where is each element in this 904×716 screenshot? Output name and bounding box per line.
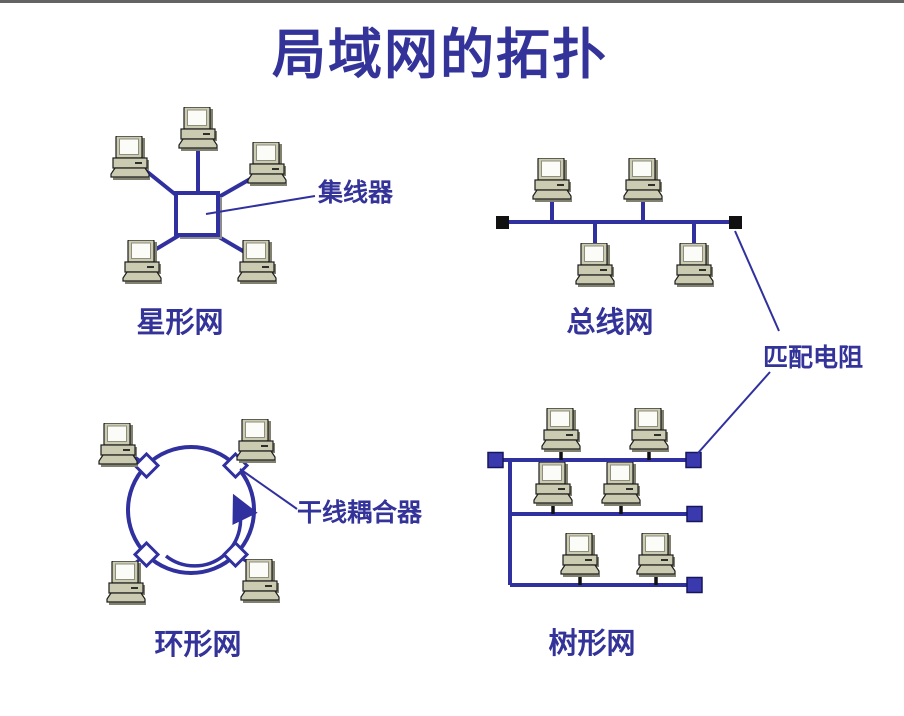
computer-icon bbox=[601, 462, 641, 507]
computer-icon bbox=[106, 561, 146, 606]
bus-links bbox=[502, 200, 736, 246]
coupler-icon bbox=[132, 451, 161, 480]
computer-icon bbox=[122, 240, 162, 285]
tree-network-label: 树形网 bbox=[548, 628, 636, 660]
terminator-icon bbox=[487, 451, 504, 469]
computer-icon bbox=[560, 533, 600, 578]
hub-callout-label: 集线器 bbox=[318, 179, 394, 207]
coupler-icon bbox=[132, 540, 161, 569]
star-network-label: 星形网 bbox=[136, 307, 224, 339]
computer-icon bbox=[110, 136, 150, 181]
resistor-leader-lines bbox=[697, 230, 780, 454]
bus-network-label: 总线网 bbox=[566, 307, 654, 339]
computer-icon bbox=[532, 158, 572, 203]
terminator-icon bbox=[686, 576, 703, 594]
tree-terminators bbox=[487, 451, 703, 594]
hub-leader-line bbox=[205, 195, 316, 215]
coupler-icons bbox=[132, 451, 250, 569]
terminator-icon bbox=[685, 451, 702, 469]
terminator-icon bbox=[496, 216, 509, 229]
terminator-icon bbox=[729, 216, 742, 229]
ring-network-diagram bbox=[98, 419, 298, 606]
computer-icon bbox=[98, 423, 138, 468]
terminator-icon bbox=[686, 505, 703, 523]
computer-icon bbox=[623, 158, 663, 203]
top-border bbox=[0, 0, 904, 3]
computer-icon bbox=[629, 408, 669, 453]
computer-icon bbox=[541, 408, 581, 453]
coupler-leader-line bbox=[239, 468, 298, 510]
computer-icon bbox=[240, 559, 280, 604]
computer-icon bbox=[636, 533, 676, 578]
computer-icon bbox=[237, 240, 277, 285]
bus-network-diagram bbox=[496, 158, 742, 288]
page-title: 局域网的拓扑 bbox=[272, 25, 608, 85]
computer-icon bbox=[533, 462, 573, 507]
coupler-callout-label: 干线耦合器 bbox=[297, 499, 423, 527]
star-network-diagram bbox=[110, 107, 316, 285]
ring-network-label: 环形网 bbox=[154, 629, 242, 661]
coupler-icon bbox=[221, 540, 250, 569]
computer-icon bbox=[236, 419, 276, 464]
resistor-callout-label: 匹配电阻 bbox=[763, 344, 864, 372]
tree-network-diagram bbox=[487, 408, 703, 594]
computer-icon bbox=[674, 243, 714, 288]
computer-icon bbox=[247, 142, 287, 187]
computer-icon bbox=[178, 107, 218, 152]
computer-icon bbox=[575, 243, 615, 288]
tree-links bbox=[495, 458, 694, 587]
